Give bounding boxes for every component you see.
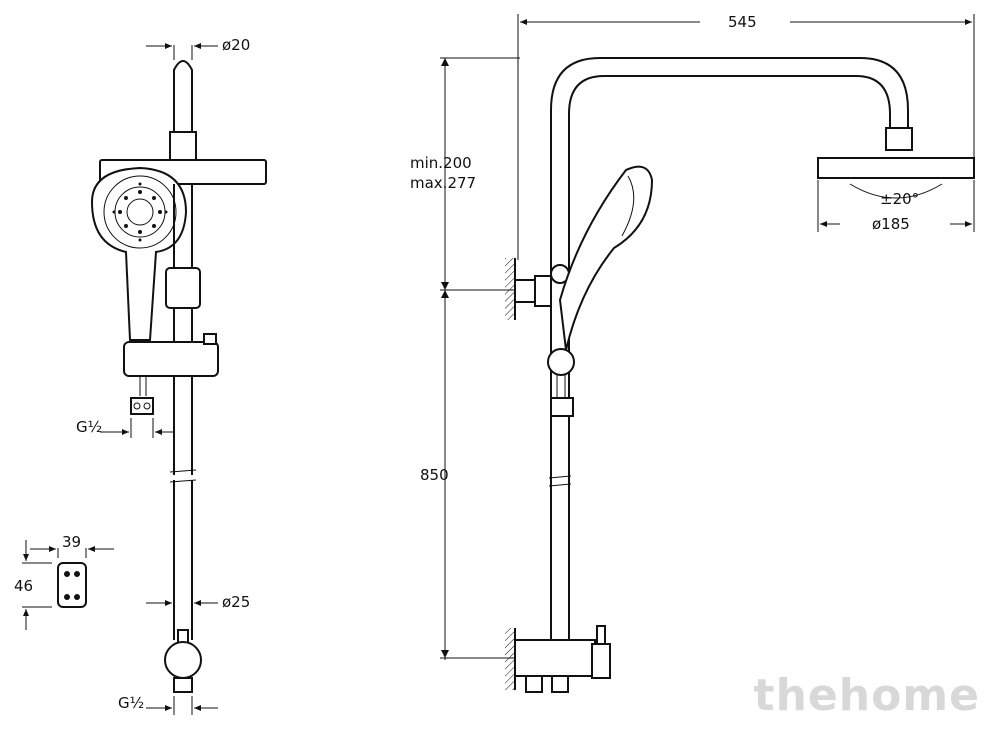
dim-thread-upper: G½: [76, 418, 102, 436]
dim-tilt-angle: ±20°: [880, 190, 919, 208]
dim-bracket-height: 46: [14, 577, 33, 595]
dim-rail-diameter: ø25: [222, 593, 250, 611]
dim-rail-height: 850: [420, 466, 449, 484]
bracket-detail: 39 46: [14, 533, 114, 630]
front-view: ø20 G½: [76, 36, 267, 715]
side-view: 545 min.200 max.277 850 ø185 ±20°: [410, 13, 975, 693]
dim-height-min: min.200: [410, 154, 472, 172]
dim-head-diameter: ø185: [872, 215, 910, 233]
watermark: thehome: [753, 670, 980, 721]
dim-bracket-width: 39: [62, 533, 81, 551]
dim-top-pipe-diameter: ø20: [222, 36, 250, 54]
dim-height-max: max.277: [410, 174, 476, 192]
dim-width: 545: [728, 13, 757, 31]
dim-thread-lower: G½: [118, 694, 144, 712]
